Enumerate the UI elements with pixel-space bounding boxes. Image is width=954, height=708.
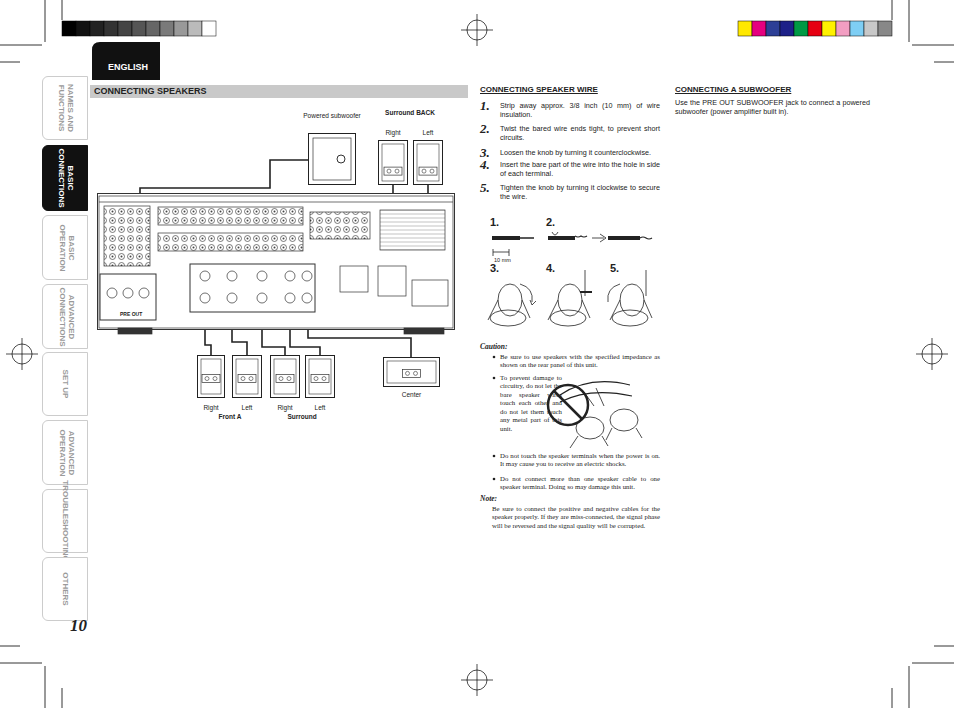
section-tab: ADVANCED OPERATION <box>42 420 88 485</box>
caution-text: Do not connect more than one speaker cab… <box>500 475 660 492</box>
step-number: 5. <box>480 180 490 196</box>
speaker-box: Right <box>197 355 225 398</box>
page-number: 10 <box>70 616 87 636</box>
speaker-cable <box>232 330 247 355</box>
section-heading: CONNECTING SPEAKER WIRE <box>480 85 598 95</box>
speaker-label: Left <box>305 404 335 411</box>
caution-text: To prevent damage to circuitry, do not l… <box>500 374 562 433</box>
speaker-box: Left <box>413 140 443 185</box>
group-label: Surround <box>277 413 327 421</box>
tab-label: NAMES AND FUNCTIONS <box>43 78 87 138</box>
bullet-dot <box>493 377 496 380</box>
tab-label: ADVANCED OPERATION <box>43 422 87 483</box>
step-text: Twist the bared wire ends tight, to prev… <box>500 124 660 143</box>
tab-label: OTHERS <box>43 559 87 619</box>
speaker-box: Center <box>383 357 440 387</box>
speaker-drawing <box>233 356 261 397</box>
bullet-dot <box>493 455 496 458</box>
caution-figure <box>548 382 642 448</box>
grey-color-bar <box>62 21 216 36</box>
tab-label: BASIC OPERATION <box>43 217 87 278</box>
figure-number: 1. <box>490 216 499 229</box>
speaker-cable <box>262 330 285 355</box>
caution-text: Do not touch the speaker terminals when … <box>500 452 660 469</box>
tab-label: BASIC CONNECTIONS <box>43 147 87 209</box>
receiver-rear-panel <box>99 196 453 334</box>
speaker-cable <box>140 160 308 193</box>
step-text: Loosen the knob by turning it counterclo… <box>500 148 660 157</box>
caution-text: Be sure to use speakers with the specifi… <box>500 353 660 370</box>
note-text: Be sure to connect the positive and nega… <box>492 505 660 530</box>
wire-step-figures <box>488 232 652 326</box>
dimension-label: 10 mm <box>494 257 511 264</box>
speaker-label: Left <box>413 129 443 136</box>
note-heading: Note: <box>480 494 497 503</box>
step-number: 4. <box>480 157 490 173</box>
caution-heading: Caution: <box>480 342 508 351</box>
tab-label: TROUBLESHOOTING <box>43 491 87 551</box>
figure-number: 3. <box>490 262 499 275</box>
language-label: ENGLISH <box>108 62 148 73</box>
section-tab: BASIC OPERATION <box>42 215 88 280</box>
step-text: Insert the bare part of the wire into th… <box>500 160 660 179</box>
section-tab: ADVANCED CONNECTIONS <box>42 284 88 349</box>
figure-number: 5. <box>610 262 619 275</box>
process-color-bar <box>738 21 892 36</box>
section-heading: CONNECTING A SUBWOOFER <box>675 85 791 95</box>
step-text: Strip away approx. 3/8 inch (10 mm) of w… <box>500 101 660 120</box>
speaker-drawing <box>414 141 442 184</box>
speaker-cable <box>427 185 429 193</box>
section-tab: BASIC CONNECTIONS <box>42 145 88 211</box>
group-label: Surround BACK <box>385 109 435 117</box>
speaker-drawing <box>306 356 334 397</box>
knob <box>488 284 536 326</box>
group-label: Front A <box>205 413 255 421</box>
speaker-box: Powered subwoofer <box>308 133 356 185</box>
speaker-cable <box>308 330 411 357</box>
speaker-drawing <box>379 141 407 184</box>
speaker-cable <box>205 330 211 355</box>
speaker-drawing <box>198 356 224 397</box>
speaker-label: Right <box>197 404 225 411</box>
receiver-panel: PRE OUT <box>97 193 455 330</box>
step-number: 2. <box>480 121 490 137</box>
section-tab: OTHERS <box>42 557 88 621</box>
speaker-box: Right <box>270 355 300 398</box>
language-tab <box>92 42 160 80</box>
knob <box>608 270 652 326</box>
speaker-drawing <box>309 134 355 184</box>
section-title: CONNECTING SPEAKERS <box>94 86 207 97</box>
speaker-label: Powered subwoofer <box>302 112 362 119</box>
figure-number: 4. <box>546 262 555 275</box>
registration-marks <box>6 14 948 696</box>
jack-label: PRE OUT <box>120 312 142 318</box>
section-tab: SET UP <box>42 352 88 416</box>
bullet-dot <box>493 356 496 359</box>
speaker-box: Right <box>378 140 408 185</box>
section-band <box>90 85 468 98</box>
body-text: Use the PRE OUT SUBWOOFER jack to connec… <box>675 98 870 117</box>
speaker-drawing <box>384 358 439 386</box>
speaker-label: Left <box>232 404 262 411</box>
speaker-cable <box>392 185 394 193</box>
section-tab: TROUBLESHOOTING <box>42 489 88 553</box>
section-tab: NAMES AND FUNCTIONS <box>42 76 88 140</box>
speaker-cable <box>290 330 320 355</box>
speaker-label: Right <box>270 404 300 411</box>
figure-number: 2. <box>546 216 555 229</box>
tab-label: ADVANCED CONNECTIONS <box>43 286 87 347</box>
bullet-dot <box>493 478 496 481</box>
speaker-label: Right <box>378 129 408 136</box>
tab-label: SET UP <box>43 354 87 414</box>
speaker-box: Left <box>305 355 335 398</box>
speaker-box: Left <box>232 355 262 398</box>
step-number: 1. <box>480 98 490 114</box>
knob <box>548 270 592 326</box>
speaker-drawing <box>271 356 299 397</box>
step-text: Tighten the knob by turning it clockwise… <box>500 183 660 202</box>
speaker-label: Center <box>383 391 440 398</box>
